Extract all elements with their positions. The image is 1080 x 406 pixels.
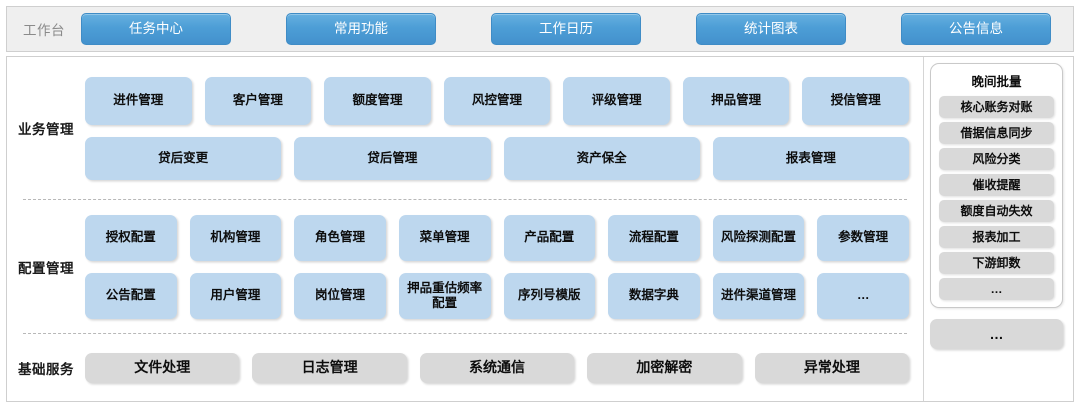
section-label-basic-services: 基础服务 (18, 361, 74, 377)
tile-application-channel-management[interactable]: 进件渠道管理 (712, 272, 805, 319)
section-label-configuration: 配置管理 (18, 260, 74, 276)
tab-common-functions[interactable]: 常用功能 (286, 13, 436, 45)
tile-authorization-config[interactable]: 授权配置 (85, 214, 177, 261)
batch-item-collection-reminder[interactable]: 催收提醒 (939, 174, 1054, 196)
batch-item-loan-receipt-info-sync[interactable]: 借据信息同步 (939, 122, 1054, 144)
tile-exception-handling[interactable]: 异常处理 (754, 352, 910, 383)
section-configuration-management: 配置管理 授权配置 机构管理 角色管理 菜单管理 产品配置 流程配置 风险探测配… (7, 200, 923, 333)
tile-position-management[interactable]: 岗位管理 (294, 272, 386, 319)
config-row-2: 公告配置 用户管理 岗位管理 押品重估频率配置 序列号模版 数据字典 进件渠道管… (85, 272, 909, 319)
batch-item-credit-limit-auto-expiry[interactable]: 额度自动失效 (939, 200, 1054, 222)
tile-post-loan-change[interactable]: 贷后变更 (85, 136, 282, 180)
batch-item-risk-classification[interactable]: 风险分类 (939, 148, 1054, 170)
tile-asset-preservation[interactable]: 资产保全 (503, 136, 700, 180)
config-row-1: 授权配置 机构管理 角色管理 菜单管理 产品配置 流程配置 风险探测配置 参数管… (85, 214, 909, 261)
tab-statistics-charts[interactable]: 统计图表 (696, 13, 846, 45)
tile-collateral-revaluation-frequency-config[interactable]: 押品重估频率配置 (398, 272, 491, 319)
batch-item-core-account-reconciliation[interactable]: 核心账务对账 (939, 96, 1054, 118)
section-basic-services: 基础服务 文件处理 日志管理 系统通信 加密解密 异常处理 (7, 334, 923, 401)
tile-process-config[interactable]: 流程配置 (608, 214, 700, 261)
tile-announcement-config[interactable]: 公告配置 (85, 272, 177, 319)
nightly-batch-title: 晚间批量 (971, 75, 1022, 89)
tile-credit-limit-management[interactable]: 额度管理 (324, 76, 431, 125)
tab-task-center[interactable]: 任务中心 (81, 13, 231, 45)
tile-post-loan-management[interactable]: 贷后管理 (294, 136, 491, 180)
section-divider-2 (23, 333, 907, 334)
batch-item-downstream-data-unload[interactable]: 下游卸数 (939, 252, 1054, 274)
config-tile-rows: 授权配置 机构管理 角色管理 菜单管理 产品配置 流程配置 风险探测配置 参数管… (85, 214, 923, 319)
business-row-2: 贷后变更 贷后管理 资产保全 报表管理 (85, 136, 909, 180)
tile-rating-management[interactable]: 评级管理 (563, 76, 670, 125)
tile-collateral-management[interactable]: 押品管理 (682, 76, 790, 125)
main-panel: 业务管理 进件管理 客户管理 额度管理 风控管理 评级管理 押品管理 授信管理 … (6, 56, 1074, 402)
top-tab-list: 任务中心 常用功能 工作日历 统计图表 公告信息 (81, 13, 1073, 45)
tab-announcements[interactable]: 公告信息 (901, 13, 1051, 45)
basic-tile-rows: 文件处理 日志管理 系统通信 加密解密 异常处理 (85, 352, 923, 383)
business-tile-rows: 进件管理 客户管理 额度管理 风控管理 评级管理 押品管理 授信管理 贷后变更 … (85, 76, 923, 180)
section-divider-1 (23, 199, 907, 200)
tile-role-management[interactable]: 角色管理 (294, 214, 386, 261)
modules-column: 业务管理 进件管理 客户管理 额度管理 风控管理 评级管理 押品管理 授信管理 … (7, 57, 923, 401)
business-row-1: 进件管理 客户管理 额度管理 风控管理 评级管理 押品管理 授信管理 (85, 76, 910, 125)
tile-credit-grant-management[interactable]: 授信管理 (802, 76, 910, 125)
tile-menu-management[interactable]: 菜单管理 (398, 214, 491, 261)
top-toolbar: 工作台 任务中心 常用功能 工作日历 统计图表 公告信息 (6, 6, 1074, 52)
tile-customer-management[interactable]: 客户管理 (204, 76, 312, 125)
batch-item-report-processing[interactable]: 报表加工 (939, 226, 1054, 248)
nightly-batch-card: 晚间批量 核心账务对账 借据信息同步 风险分类 催收提醒 额度自动失效 报表加工… (930, 63, 1063, 308)
tile-config-more[interactable]: … (817, 272, 909, 319)
tile-risk-control-management[interactable]: 风控管理 (443, 76, 551, 125)
tile-application-management[interactable]: 进件管理 (85, 76, 192, 125)
tile-organization-management[interactable]: 机构管理 (189, 214, 282, 261)
tile-encryption-decryption[interactable]: 加密解密 (587, 352, 742, 383)
tab-work-calendar[interactable]: 工作日历 (491, 13, 641, 45)
right-side-column: 晚间批量 核心账务对账 借据信息同步 风险分类 催收提醒 额度自动失效 报表加工… (923, 57, 1073, 401)
section-label-business: 业务管理 (18, 122, 74, 137)
right-panel-more-button[interactable]: … (930, 319, 1063, 349)
tile-serial-number-template[interactable]: 序列号模版 (503, 272, 596, 319)
tile-data-dictionary[interactable]: 数据字典 (608, 272, 700, 319)
tile-parameter-management[interactable]: 参数管理 (817, 214, 909, 261)
tile-file-processing[interactable]: 文件处理 (85, 352, 240, 383)
tile-log-management[interactable]: 日志管理 (252, 352, 407, 383)
tile-report-management[interactable]: 报表管理 (712, 136, 909, 180)
basic-row-1: 文件处理 日志管理 系统通信 加密解密 异常处理 (85, 352, 910, 383)
tile-product-config[interactable]: 产品配置 (503, 214, 596, 261)
tile-user-management[interactable]: 用户管理 (189, 272, 282, 319)
tile-system-communication[interactable]: 系统通信 (419, 352, 575, 383)
section-business-management: 业务管理 进件管理 客户管理 额度管理 风控管理 评级管理 押品管理 授信管理 … (7, 57, 923, 199)
workbench-label: 工作台 (23, 23, 65, 38)
batch-item-more[interactable]: … (939, 278, 1054, 300)
tile-risk-detection-config[interactable]: 风险探测配置 (712, 214, 805, 261)
